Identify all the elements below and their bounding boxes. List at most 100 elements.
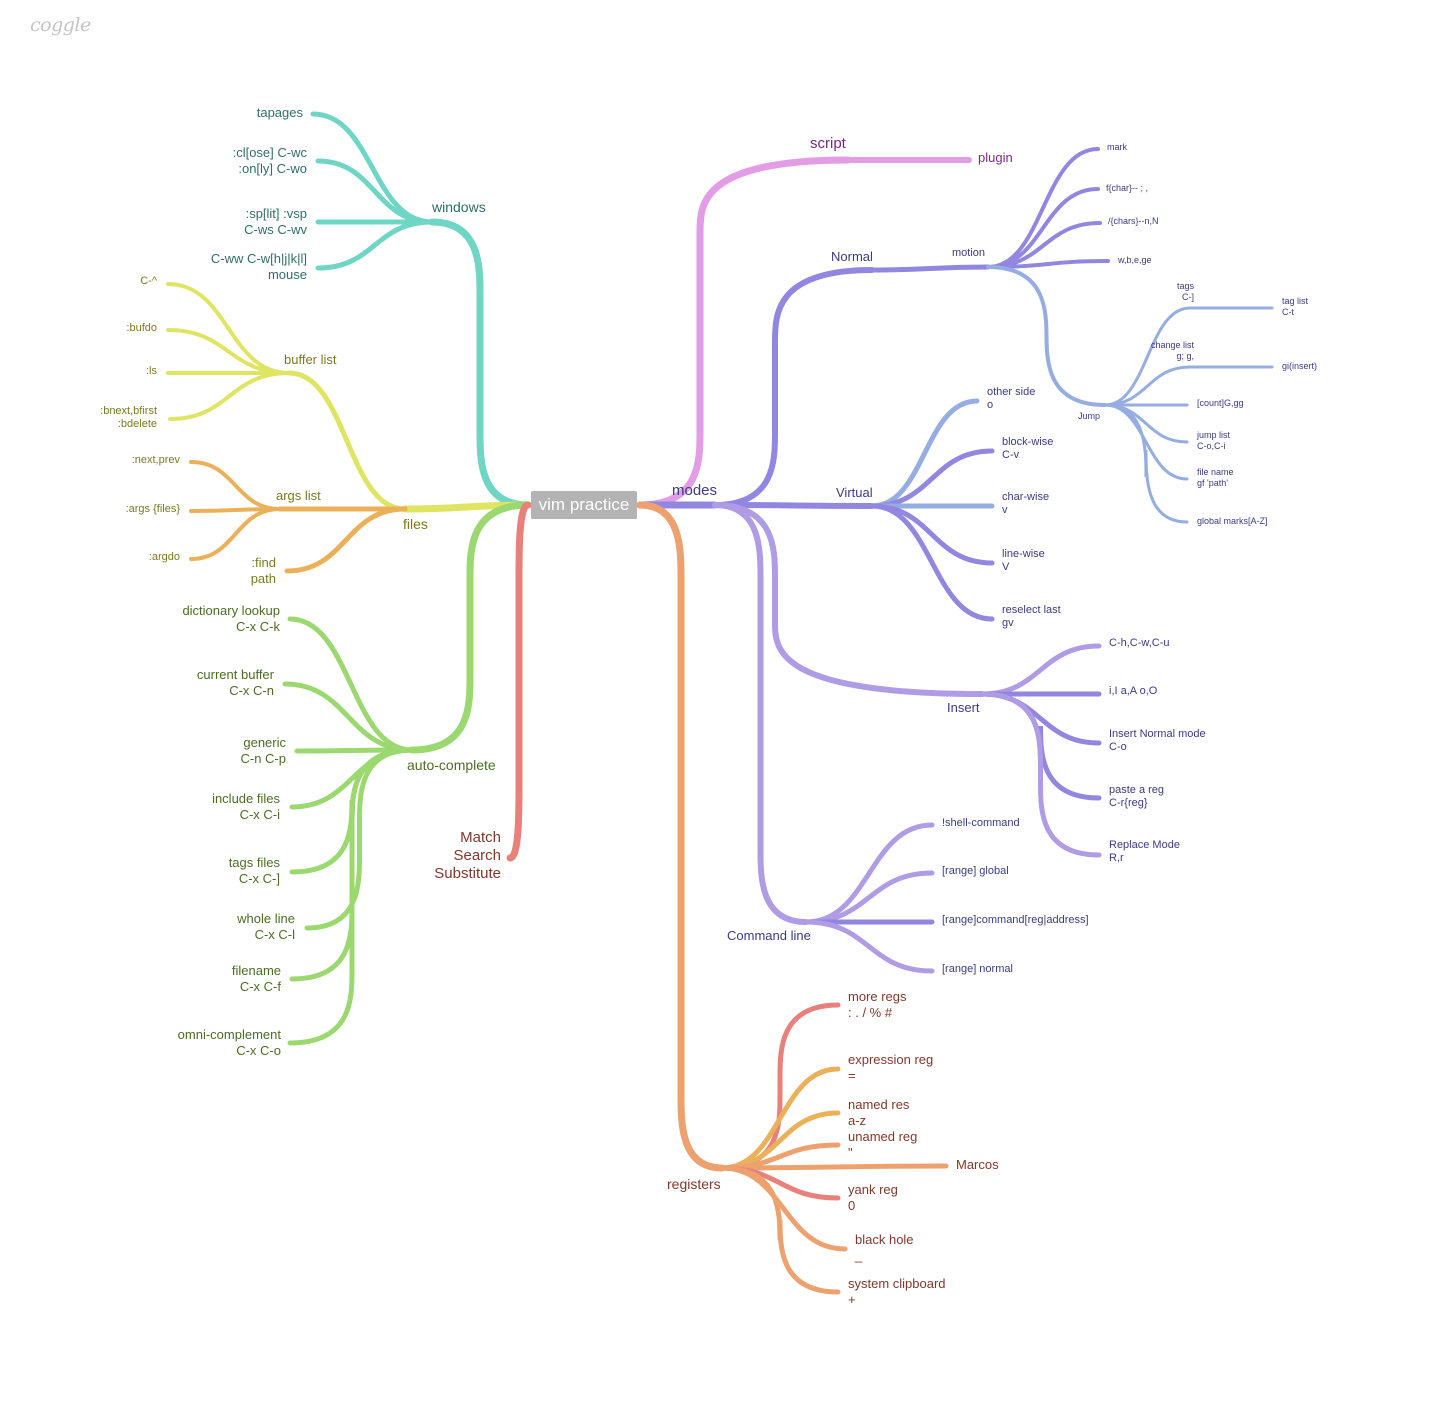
node-bufdo[interactable]: :bufdo: [126, 322, 157, 334]
edge-motion: [869, 264, 991, 273]
node-command-line[interactable]: Command line: [727, 928, 811, 943]
node-include-files[interactable]: include files C-x C-i: [212, 791, 280, 822]
edge-bufdo: [166, 328, 291, 375]
node-replace-mode[interactable]: Replace Mode R,r: [1109, 839, 1180, 865]
edge-linew: [869, 503, 995, 566]
node-windows[interactable]: windows: [432, 199, 486, 215]
root-node[interactable]: vim practice: [531, 491, 637, 519]
node-dictionary-lookup[interactable]: dictionary lookup C-x C-k: [182, 603, 280, 634]
edge-rnormal: [803, 919, 935, 974]
node-args-files[interactable]: :args {files}: [125, 503, 180, 515]
node-more-regs[interactable]: more regs : . / % #: [848, 989, 907, 1020]
node-line-wise[interactable]: line-wise V: [1002, 548, 1045, 574]
node-yank-reg[interactable]: yank reg 0: [848, 1182, 898, 1213]
node-split[interactable]: :sp[lit] :vsp C-ws C-wv: [244, 206, 307, 237]
node-named-res[interactable]: named res a-z: [848, 1097, 910, 1128]
node-shell-command[interactable]: !shell-command: [942, 817, 1020, 829]
node-auto-complete[interactable]: auto-complete: [407, 757, 496, 773]
node-range-normal[interactable]: [range] normal: [942, 963, 1013, 975]
node-black-hole[interactable]: black hole _: [855, 1232, 914, 1263]
edge-blackhole: [719, 1165, 848, 1252]
node-motion[interactable]: motion: [952, 247, 986, 259]
node-args-list[interactable]: args list: [276, 488, 321, 503]
edge-otherside: [869, 398, 980, 509]
node-plugin[interactable]: plugin: [978, 150, 1013, 165]
node-jump[interactable]: Jump: [1078, 411, 1101, 421]
node-jump-list[interactable]: jump list C-o,C-i: [1197, 430, 1231, 451]
node-chcw[interactable]: C-h,C-w,C-u: [1109, 637, 1170, 649]
node-mark[interactable]: mark: [1107, 142, 1127, 152]
node-gi-insert[interactable]: gi(insert): [1282, 361, 1318, 371]
edge-reselect: [869, 503, 995, 622]
node-other-side[interactable]: other side o: [987, 386, 1036, 412]
node-expression-reg[interactable]: expression reg =: [848, 1052, 934, 1083]
node-tapages[interactable]: tapages: [256, 105, 303, 120]
node-bnext[interactable]: :bnext,bfirst :bdelete: [100, 405, 157, 431]
node-insert[interactable]: Insert: [947, 700, 980, 715]
branch-script: [636, 156, 852, 509]
node-tags-c[interactable]: tags C-]: [1176, 281, 1194, 302]
edge-chcw: [979, 643, 1102, 697]
node-files[interactable]: files: [403, 516, 428, 532]
node-window-move[interactable]: C-ww C-w[h|j|k|l] mouse: [210, 251, 307, 282]
node-script[interactable]: script: [810, 135, 846, 152]
node-ls[interactable]: :ls: [146, 365, 157, 377]
node-marcos[interactable]: Marcos: [956, 1157, 999, 1172]
node-paste-reg[interactable]: paste a reg C-r{reg}: [1109, 784, 1165, 810]
node-whole-line[interactable]: whole line C-x C-l: [237, 911, 295, 942]
node-range-command[interactable]: [range]command[reg|address]: [942, 914, 1089, 926]
edge-clipboard: [719, 1165, 841, 1295]
node-c-flip[interactable]: C-^: [140, 275, 157, 287]
edge-argdo: [189, 507, 282, 561]
node-unnamed-reg[interactable]: unamed reg ": [848, 1129, 918, 1160]
edge-insert: [712, 502, 985, 697]
branch-windows: [428, 218, 532, 509]
node-global-marks[interactable]: global marks[A-Z]: [1197, 516, 1268, 526]
node-buffer-list[interactable]: buffer list: [284, 352, 337, 367]
node-block-wise[interactable]: block-wise C-v: [1002, 436, 1054, 462]
node-omni-complement[interactable]: omni-complement C-x C-o: [177, 1027, 281, 1058]
edge-close: [315, 158, 435, 225]
edge-buffer-list: [286, 370, 408, 512]
branch-registers: [636, 501, 726, 1172]
edge-cww: [315, 219, 435, 271]
edge-jumplist: [1103, 403, 1189, 444]
node-file-name[interactable]: file name gf 'path': [1197, 467, 1234, 488]
node-count-g[interactable]: [count]G,gg: [1197, 398, 1244, 408]
node-system-clipboard[interactable]: system clipboard +: [848, 1276, 946, 1307]
edge-omni: [287, 747, 415, 1046]
edge-mark: [986, 147, 1100, 269]
node-fchar[interactable]: f{char}-- ; ,: [1106, 183, 1149, 193]
edge-marcos: [719, 1163, 949, 1171]
node-virtual[interactable]: Virtual: [836, 485, 873, 500]
edge-rglobal: [803, 870, 935, 925]
node-insert-normal[interactable]: Insert Normal mode C-o: [1109, 728, 1206, 754]
node-argdo[interactable]: :argdo: [148, 551, 180, 563]
edge-wholeline: [304, 747, 415, 931]
node-match-search-substitute[interactable]: Match Search Substitute: [434, 829, 501, 882]
node-range-global[interactable]: [range] global: [942, 865, 1009, 877]
node-reselect-last[interactable]: reselect last gv: [1002, 604, 1061, 630]
node-generic[interactable]: generic C-n C-p: [240, 735, 286, 766]
node-registers[interactable]: registers: [667, 1176, 721, 1192]
node-next-prev[interactable]: :next,prev: [131, 454, 180, 466]
node-current-buffer[interactable]: current buffer C-x C-n: [196, 667, 274, 698]
edge-cmdline: [712, 502, 809, 925]
node-close-only[interactable]: :cl[ose] C-wc :on[ly] C-wo: [232, 145, 307, 176]
node-filename[interactable]: filename C-x C-f: [231, 963, 281, 994]
node-char-wise[interactable]: char-wise v: [1002, 491, 1050, 517]
node-normal[interactable]: Normal: [831, 249, 873, 264]
node-find-path[interactable]: :find path: [250, 555, 276, 586]
node-tags-files[interactable]: tags files C-x C-]: [228, 855, 280, 886]
root-label: vim practice: [538, 495, 630, 514]
node-wbe[interactable]: w,b,e,ge: [1118, 255, 1152, 265]
edge-bnext: [168, 371, 291, 421]
edge-tags-c: [1103, 306, 1192, 407]
edge-normal: [712, 267, 875, 508]
node-change-list[interactable]: change list g; g,: [1150, 340, 1194, 361]
node-tag-list[interactable]: tag list C-t: [1282, 296, 1309, 317]
node-ilao[interactable]: i,I a,A o,O: [1109, 685, 1158, 697]
node-modes[interactable]: modes: [672, 482, 718, 499]
node-slash-search[interactable]: /{chars}--n,N: [1108, 216, 1159, 226]
